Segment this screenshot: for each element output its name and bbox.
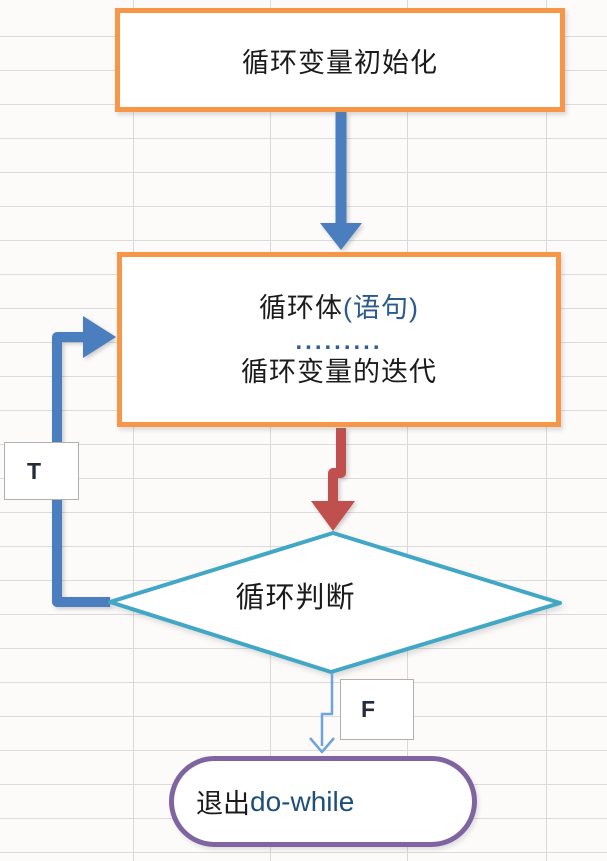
loop-body-title-row: 循环体(语句) — [259, 291, 419, 325]
decision-label: 循环判断 — [235, 582, 356, 614]
arrow-body-to-decision — [311, 428, 355, 531]
loop-body-title: 循环体 — [259, 292, 343, 323]
init-process-node: 循环变量初始化 — [115, 8, 565, 112]
loop-body-title-suffix: (语句) — [343, 292, 419, 323]
arrow-decision-to-exit — [309, 673, 335, 754]
true-branch-label: T — [27, 457, 42, 484]
exit-label-cn: 退出 — [196, 789, 250, 819]
decision-diamond-shape — [108, 531, 562, 674]
loop-body-node: 循环体(语句) ......... 循环变量的迭代 — [117, 252, 561, 427]
exit-label-en: do-while — [250, 785, 355, 817]
false-branch-label: F — [360, 696, 376, 722]
exit-terminator-node: 退出 do-while — [169, 756, 477, 847]
init-node-label: 循环变量初始化 — [242, 47, 438, 78]
loop-body-dots: ......... — [295, 334, 383, 353]
true-branch-label-box: T — [4, 442, 79, 500]
arrow-init-to-body — [320, 112, 362, 250]
false-branch-label-box: F — [340, 679, 414, 740]
loop-body-subtitle: 循环变量的迭代 — [241, 356, 437, 387]
